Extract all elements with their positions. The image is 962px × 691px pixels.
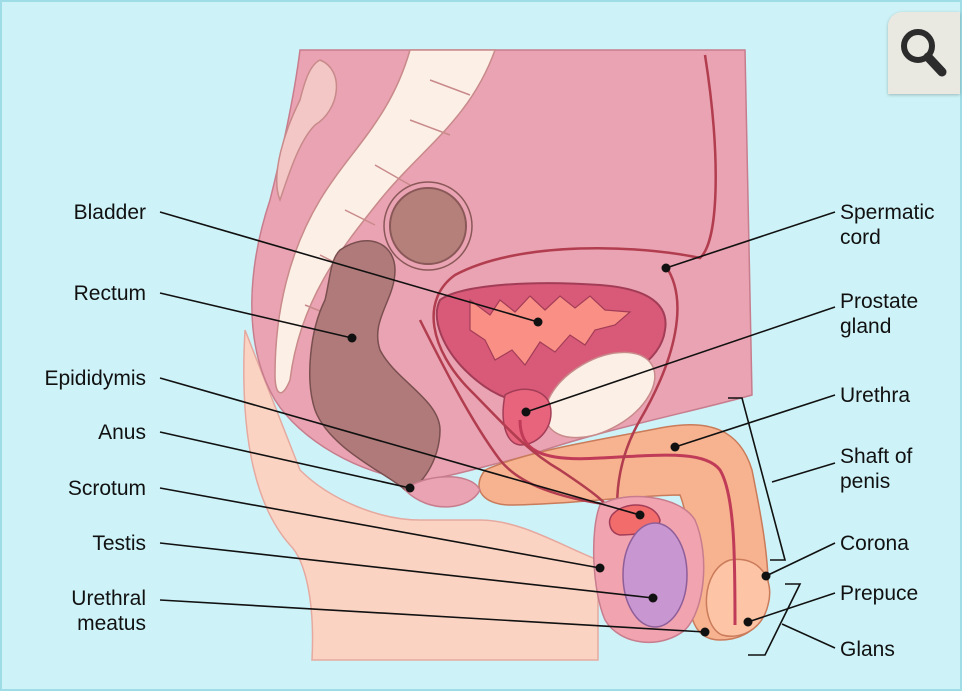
testis-organ [623,523,687,627]
glans-leader [782,624,835,648]
label-urethra: Urethra [840,384,910,407]
label-prostate-line2: gland [840,315,891,338]
label-urethral-meatus-line1: Urethral [71,587,146,610]
label-spermatic-cord-line1: Spermatic [840,201,935,224]
shaft-leader [772,463,835,482]
label-spermatic-cord-line2: cord [840,226,881,249]
label-shaft-line2: penis [840,470,890,493]
label-scrotum: Scrotum [68,477,146,500]
label-prepuce: Prepuce [840,582,918,605]
label-prostate-line1: Prostate [840,290,918,313]
label-epididymis: Epididymis [44,367,146,390]
glans-organ [706,559,769,636]
label-anus: Anus [98,421,146,444]
label-shaft-line1: Shaft of [840,445,913,468]
label-testis: Testis [92,532,146,555]
label-glans: Glans [840,638,895,661]
zoom-button[interactable] [888,12,960,94]
label-urethral-meatus-line2: meatus [77,612,146,635]
label-rectum: Rectum [74,282,146,305]
label-bladder: Bladder [74,201,146,224]
label-corona: Corona [840,532,909,555]
pubic-bone [390,188,466,264]
magnifier-icon [888,12,960,94]
